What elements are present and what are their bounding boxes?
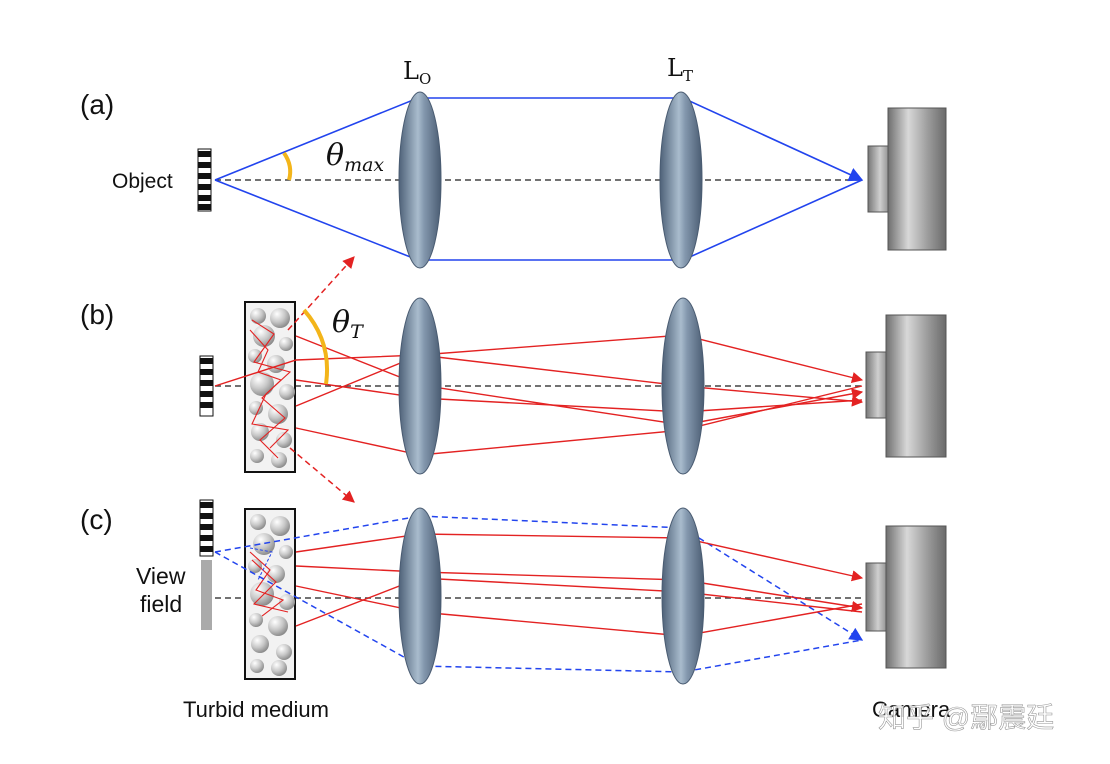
tube-lens-c [661, 507, 705, 685]
objective-lens-c [398, 507, 442, 685]
view-field-bar [201, 560, 212, 630]
theta-max-sub: max [344, 154, 384, 176]
tube-lens-label: LT [667, 54, 693, 85]
panel-label-a: (a) [80, 89, 114, 120]
scatter-arrow-down [289, 447, 355, 503]
tube-lens-label-main: L [667, 54, 683, 82]
objective-lens-label: LO [403, 57, 431, 88]
theta-t-arc [302, 308, 330, 385]
turbid-medium-b [244, 301, 296, 473]
theta-max-arc [282, 151, 293, 181]
panel-c: View field [136, 499, 947, 685]
object-target-c [199, 499, 214, 557]
camera-c [865, 525, 947, 669]
object-target-b [199, 355, 214, 417]
scatter-arrow-up [287, 256, 355, 331]
blue-ray-a-lower [214, 179, 863, 261]
objective-lens-label-sub: O [419, 70, 431, 88]
red-ray-c-3 [295, 585, 863, 637]
objective-lens-label-main: L [403, 57, 419, 85]
tube-lens-b [661, 297, 705, 475]
theta-t-label: θT [332, 305, 364, 343]
object-label: Object [112, 170, 173, 193]
svg-text:LO: LO [403, 57, 431, 88]
theta-t-symbol: θ [332, 305, 350, 340]
theta-max-label: θmax [326, 138, 384, 176]
camera-label: Camera [872, 697, 951, 722]
turbid-medium-c [244, 508, 296, 680]
view-field-label-line2: field [140, 591, 182, 617]
red-ray-c-4 [295, 577, 863, 627]
tube-lens-a [659, 91, 703, 269]
svg-text:LT: LT [667, 54, 693, 85]
red-ray-b-3 [295, 354, 864, 407]
tube-lens-label-sub: T [683, 67, 693, 85]
panel-b: θT [199, 256, 947, 503]
panel-label-b: (b) [80, 299, 114, 330]
blue-dashed-ray-c-lower [214, 551, 863, 673]
watermark-text: 知乎 @鄢震廷 [878, 702, 1054, 733]
blue-dashed-ray-c-upper [214, 515, 864, 641]
view-field-label-line1: View [136, 563, 186, 589]
panel-a: Object θmax [112, 91, 947, 269]
theta-max-symbol: θ [326, 138, 344, 173]
camera-b [865, 314, 947, 458]
theta-t-sub: T [350, 321, 364, 343]
camera-a [867, 107, 947, 251]
red-ray-b-4 [295, 385, 863, 456]
red-ray-b-5 [295, 379, 863, 413]
turbid-medium-label: Turbid medium [183, 697, 329, 722]
red-ray-c-2 [295, 565, 864, 612]
objective-lens-a [398, 91, 442, 269]
objective-lens-b [398, 297, 442, 475]
red-ray-b-2 [295, 335, 864, 426]
blue-ray-a-upper [214, 97, 864, 182]
object-target [197, 148, 212, 212]
panel-label-c: (c) [80, 504, 113, 535]
red-ray-c-1 [295, 533, 864, 582]
